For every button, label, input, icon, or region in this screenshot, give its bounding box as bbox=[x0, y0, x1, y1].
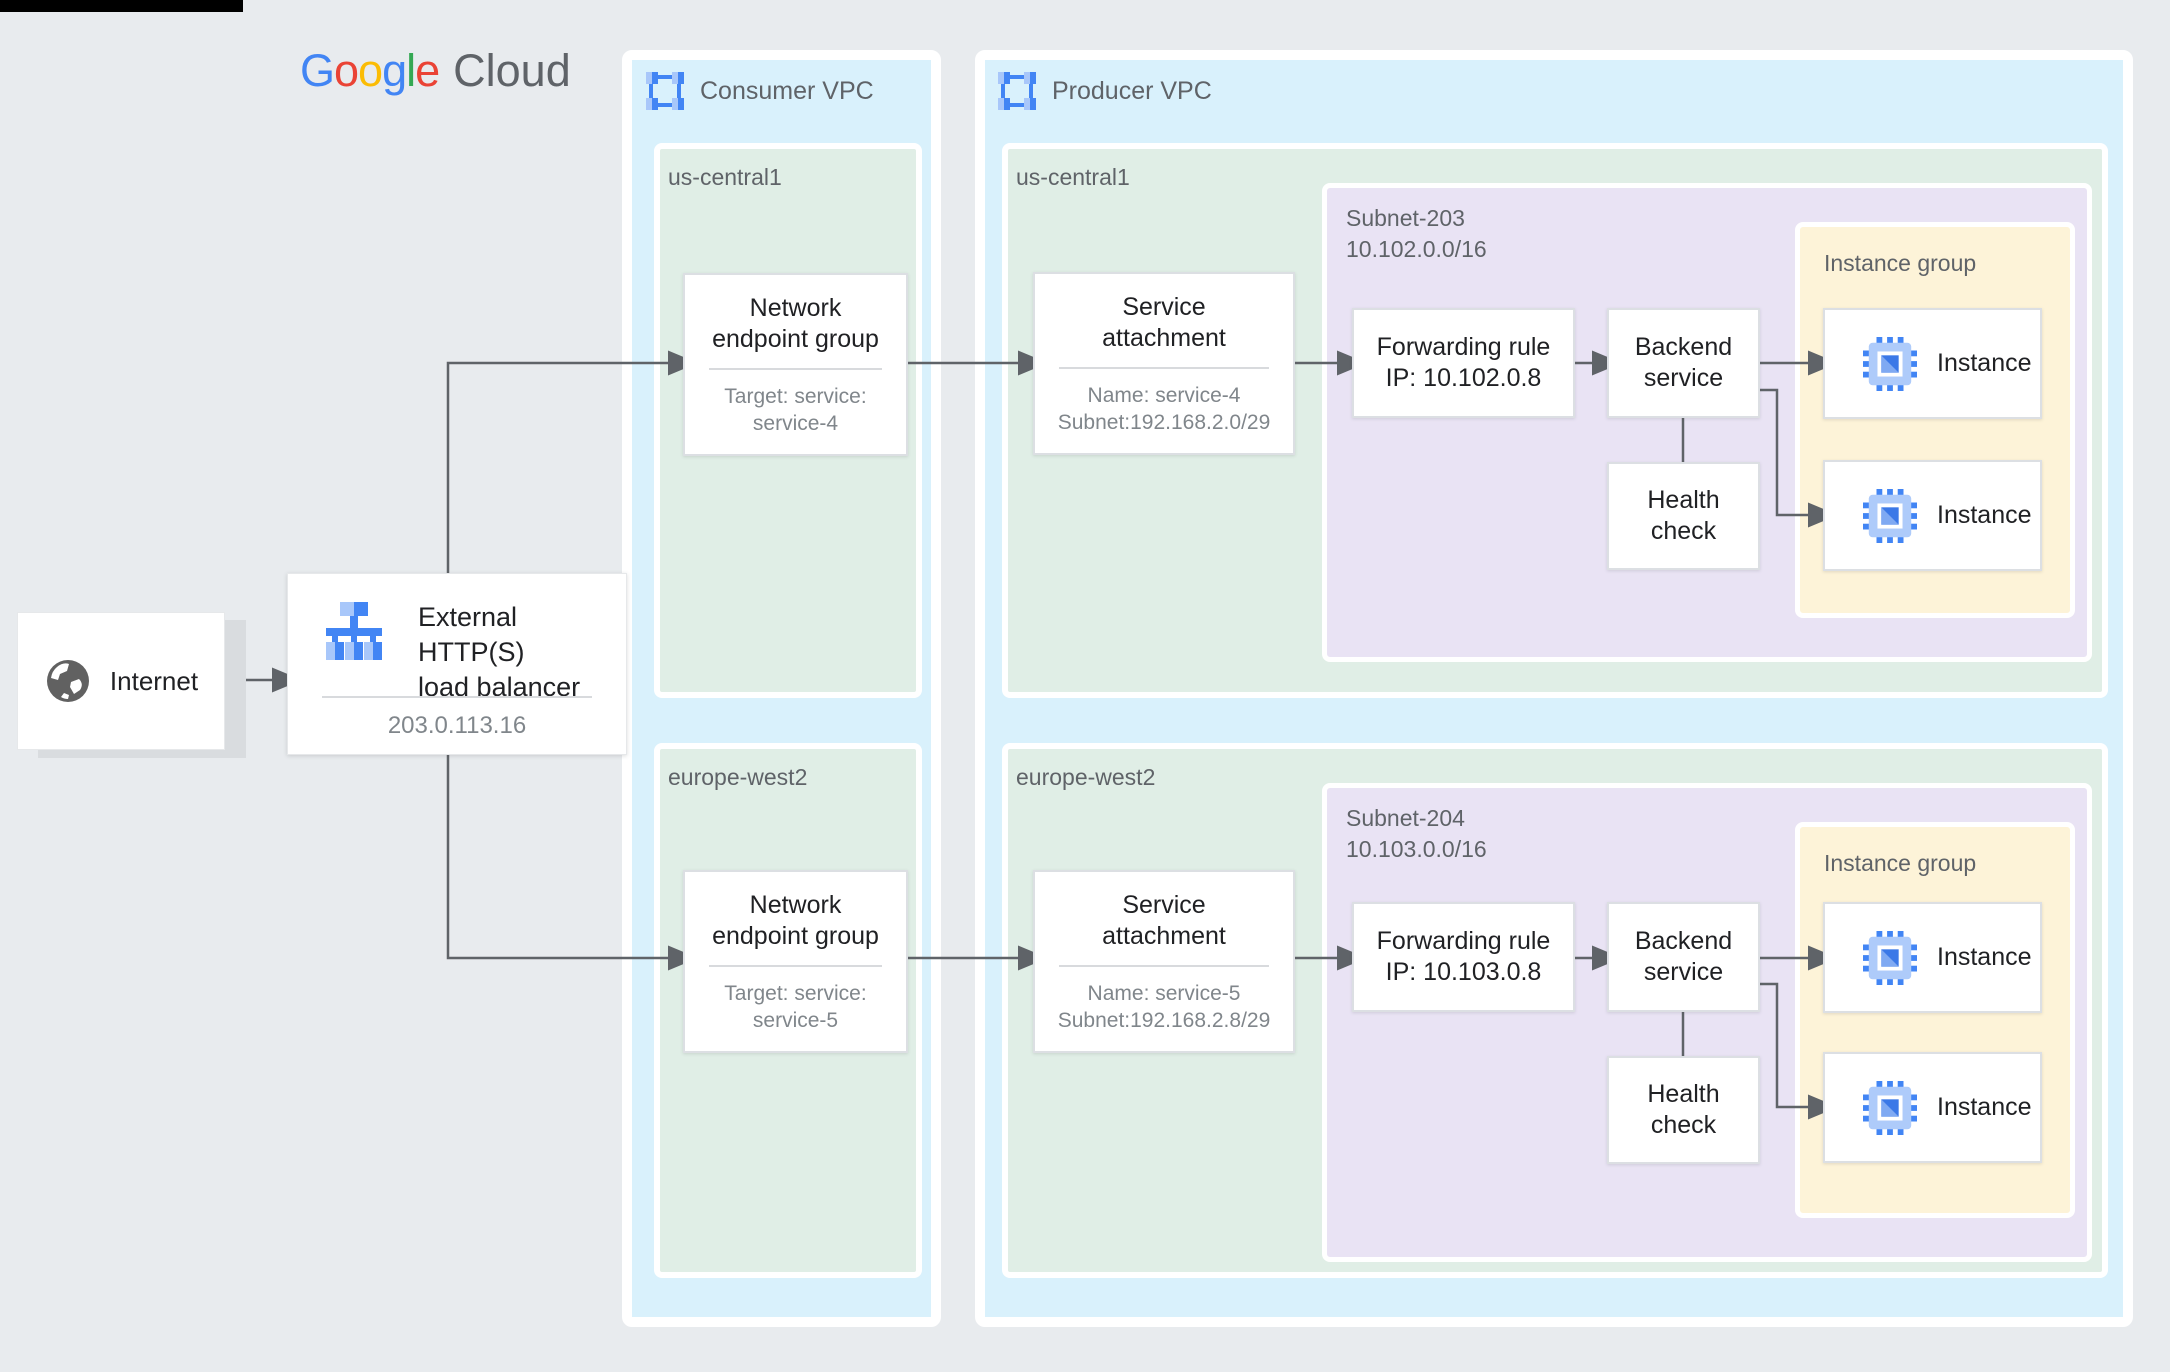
divider bbox=[1059, 964, 1269, 967]
instance-node: Instance bbox=[1823, 460, 2042, 571]
top-black-bar bbox=[0, 0, 243, 12]
fr-line2: IP: 10.102.0.8 bbox=[1385, 364, 1542, 392]
arrow-bs1-to-instance2 bbox=[1760, 388, 1838, 528]
compute-instance-icon bbox=[1863, 336, 1917, 391]
neg-sub-line1: Target: service: bbox=[724, 384, 867, 408]
sa-title-line2: attachment bbox=[1102, 323, 1226, 352]
lb-title-line2: load balancer bbox=[418, 672, 581, 702]
region-label: europe-west2 bbox=[668, 764, 808, 790]
compute-instance-icon bbox=[1863, 1080, 1917, 1135]
sa-title-line2: attachment bbox=[1102, 921, 1226, 950]
subnet-name: Subnet-204 bbox=[1346, 805, 1465, 831]
consumer-vpc-header: Consumer VPC bbox=[646, 70, 874, 112]
arrow-lb-to-neg1 bbox=[446, 350, 698, 573]
sa-title-line1: Service bbox=[1122, 292, 1206, 321]
network-endpoint-group-2: Network endpoint group Target: service: … bbox=[683, 870, 908, 1053]
neg-title-line2: endpoint group bbox=[712, 921, 879, 950]
logo-letter: o bbox=[358, 45, 383, 96]
instance-label: Instance bbox=[1937, 943, 2032, 971]
neg-sub-line2: service-4 bbox=[752, 411, 839, 435]
subnet-cidr: 10.103.0.0/16 bbox=[1346, 836, 1487, 862]
internet-label: Internet bbox=[109, 665, 199, 696]
logo-letter: e bbox=[415, 45, 440, 96]
fr-line1: Forwarding rule bbox=[1376, 333, 1551, 361]
hc-line1: Health bbox=[1647, 486, 1720, 514]
health-check-2: Health check bbox=[1607, 1056, 1760, 1164]
instance-label: Instance bbox=[1937, 349, 2032, 377]
vpc-network-icon bbox=[646, 72, 684, 110]
sa-title-line1: Service bbox=[1122, 890, 1206, 919]
neg-sub-line2: service-5 bbox=[752, 1008, 839, 1032]
divider bbox=[709, 964, 882, 967]
arrow-bs2-to-instance4 bbox=[1760, 982, 1838, 1120]
region-label: us-central1 bbox=[668, 164, 782, 190]
load-balancer-ip: 203.0.113.16 bbox=[387, 712, 527, 739]
neg-title-line1: Network bbox=[749, 293, 842, 322]
region-label: us-central1 bbox=[1016, 164, 1130, 190]
hc-line2: check bbox=[1650, 517, 1717, 545]
instance-group-label: Instance group bbox=[1824, 850, 1977, 876]
divider bbox=[322, 696, 592, 698]
service-attachment-1: Service attachment Name: service-4 Subne… bbox=[1033, 272, 1295, 455]
instance-node: Instance bbox=[1823, 902, 2042, 1013]
sa-sub-line2: Subnet:192.168.2.8/29 bbox=[1057, 1008, 1271, 1032]
lb-title-line1: External HTTP(S) bbox=[418, 602, 525, 667]
forwarding-rule-2: Forwarding rule IP: 10.103.0.8 bbox=[1352, 902, 1575, 1012]
sa-sub-line2: Subnet:192.168.2.0/29 bbox=[1057, 410, 1271, 434]
region-label: europe-west2 bbox=[1016, 764, 1156, 790]
instance-label: Instance bbox=[1937, 1093, 2032, 1121]
neg-title-line2: endpoint group bbox=[712, 324, 879, 353]
neg-sub-line1: Target: service: bbox=[724, 981, 867, 1005]
logo-letter: g bbox=[382, 45, 407, 96]
fr-line2: IP: 10.103.0.8 bbox=[1385, 958, 1542, 986]
subnet-label: Subnet-204 10.103.0.0/16 bbox=[1346, 803, 1487, 865]
instance-node: Instance bbox=[1823, 1052, 2042, 1163]
compute-instance-icon bbox=[1863, 488, 1917, 543]
cloud-wordmark: Cloud bbox=[453, 45, 571, 96]
internet-node: Internet bbox=[17, 612, 225, 750]
backend-service-2: Backend service bbox=[1607, 902, 1760, 1012]
hc-line1: Health bbox=[1647, 1080, 1720, 1108]
bs-line2: service bbox=[1643, 958, 1724, 986]
consumer-vpc-label: Consumer VPC bbox=[700, 76, 874, 105]
sa-sub-line1: Name: service-5 bbox=[1087, 981, 1241, 1005]
divider bbox=[1059, 366, 1269, 369]
neg-title-line1: Network bbox=[749, 890, 842, 919]
instance-group-label: Instance group bbox=[1824, 250, 1977, 276]
instance-label: Instance bbox=[1937, 501, 2032, 529]
load-balancer-node: External HTTP(S) load balancer 203.0.113… bbox=[287, 573, 627, 755]
vpc-network-icon bbox=[998, 72, 1036, 110]
producer-vpc-label: Producer VPC bbox=[1052, 76, 1212, 105]
sa-sub-line1: Name: service-4 bbox=[1087, 383, 1241, 407]
logo-letter: l bbox=[406, 45, 416, 96]
bs-line2: service bbox=[1643, 364, 1724, 392]
forwarding-rule-1: Forwarding rule IP: 10.102.0.8 bbox=[1352, 308, 1575, 418]
bs-line1: Backend bbox=[1634, 333, 1733, 361]
subnet-cidr: 10.102.0.0/16 bbox=[1346, 236, 1487, 262]
logo-letter: o bbox=[334, 45, 359, 96]
backend-service-1: Backend service bbox=[1607, 308, 1760, 418]
subnet-name: Subnet-203 bbox=[1346, 205, 1465, 231]
producer-vpc-header: Producer VPC bbox=[998, 70, 1212, 112]
load-balancer-title: External HTTP(S) load balancer bbox=[418, 600, 626, 705]
load-balancer-icon bbox=[326, 602, 382, 660]
hc-line2: check bbox=[1650, 1111, 1717, 1139]
logo-letter: G bbox=[300, 45, 335, 96]
health-check-1: Health check bbox=[1607, 462, 1760, 570]
service-attachment-2: Service attachment Name: service-5 Subne… bbox=[1033, 870, 1295, 1053]
instance-node: Instance bbox=[1823, 308, 2042, 419]
arrow-lb-to-neg2 bbox=[446, 755, 698, 971]
globe-icon bbox=[46, 660, 89, 702]
fr-line1: Forwarding rule bbox=[1376, 927, 1551, 955]
divider bbox=[709, 367, 882, 370]
bs-line1: Backend bbox=[1634, 927, 1733, 955]
subnet-label: Subnet-203 10.102.0.0/16 bbox=[1346, 203, 1487, 265]
network-endpoint-group-1: Network endpoint group Target: service: … bbox=[683, 273, 908, 456]
compute-instance-icon bbox=[1863, 930, 1917, 985]
